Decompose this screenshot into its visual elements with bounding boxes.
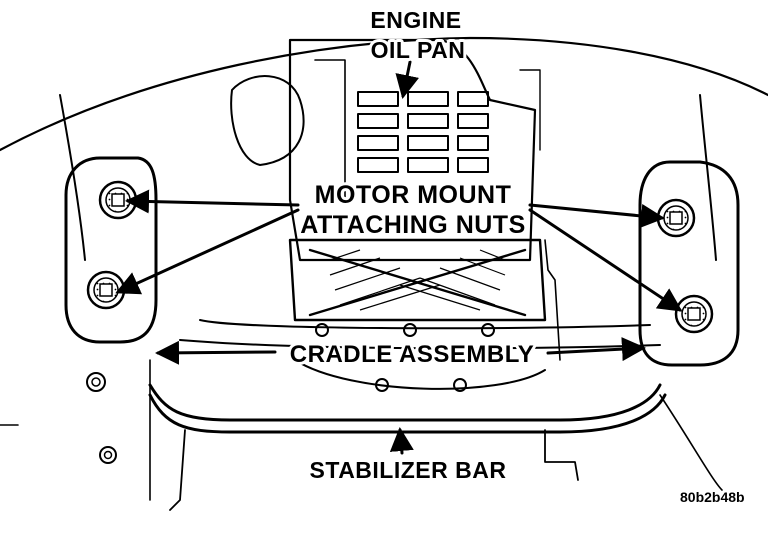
engine-label: ENGINE (370, 7, 461, 33)
body-outline (0, 36, 768, 491)
cradle-assembly-label: CRADLE ASSEMBLY (290, 341, 534, 368)
attaching-nuts-label: ATTACHING NUTS (300, 211, 526, 239)
stabilizer-bar (148, 359, 667, 511)
oil-pan (230, 38, 541, 262)
nut-upper-left (98, 180, 138, 220)
arrow-nut-lower-right (528, 208, 683, 312)
cradle-frame (179, 238, 661, 392)
arrow-cradle-left (155, 340, 277, 365)
arrow-nut-upper-left (125, 189, 300, 214)
arrow-cradle-right (546, 337, 646, 362)
nut-lower-right (674, 294, 714, 334)
arrow-stabilizer (389, 427, 414, 455)
arrow-oil-pan (395, 60, 419, 99)
motor-mount-label: MOTOR MOUNT (315, 181, 512, 209)
leader-arrows (115, 60, 683, 455)
left-mount-bracket (64, 156, 158, 344)
nut-lower-left (86, 270, 126, 310)
arrow-nut-upper-right (528, 203, 665, 228)
stabilizer-bar-label: STABILIZER BAR (310, 457, 507, 483)
figure-id: 80b2b48b (680, 489, 745, 505)
bolt-left-lower (86, 372, 117, 464)
right-mount-bracket (638, 160, 740, 367)
arrow-nut-lower-left (115, 208, 300, 295)
oil-pan-label: OIL PAN (371, 37, 466, 63)
oil-pan-ribs (357, 91, 489, 173)
